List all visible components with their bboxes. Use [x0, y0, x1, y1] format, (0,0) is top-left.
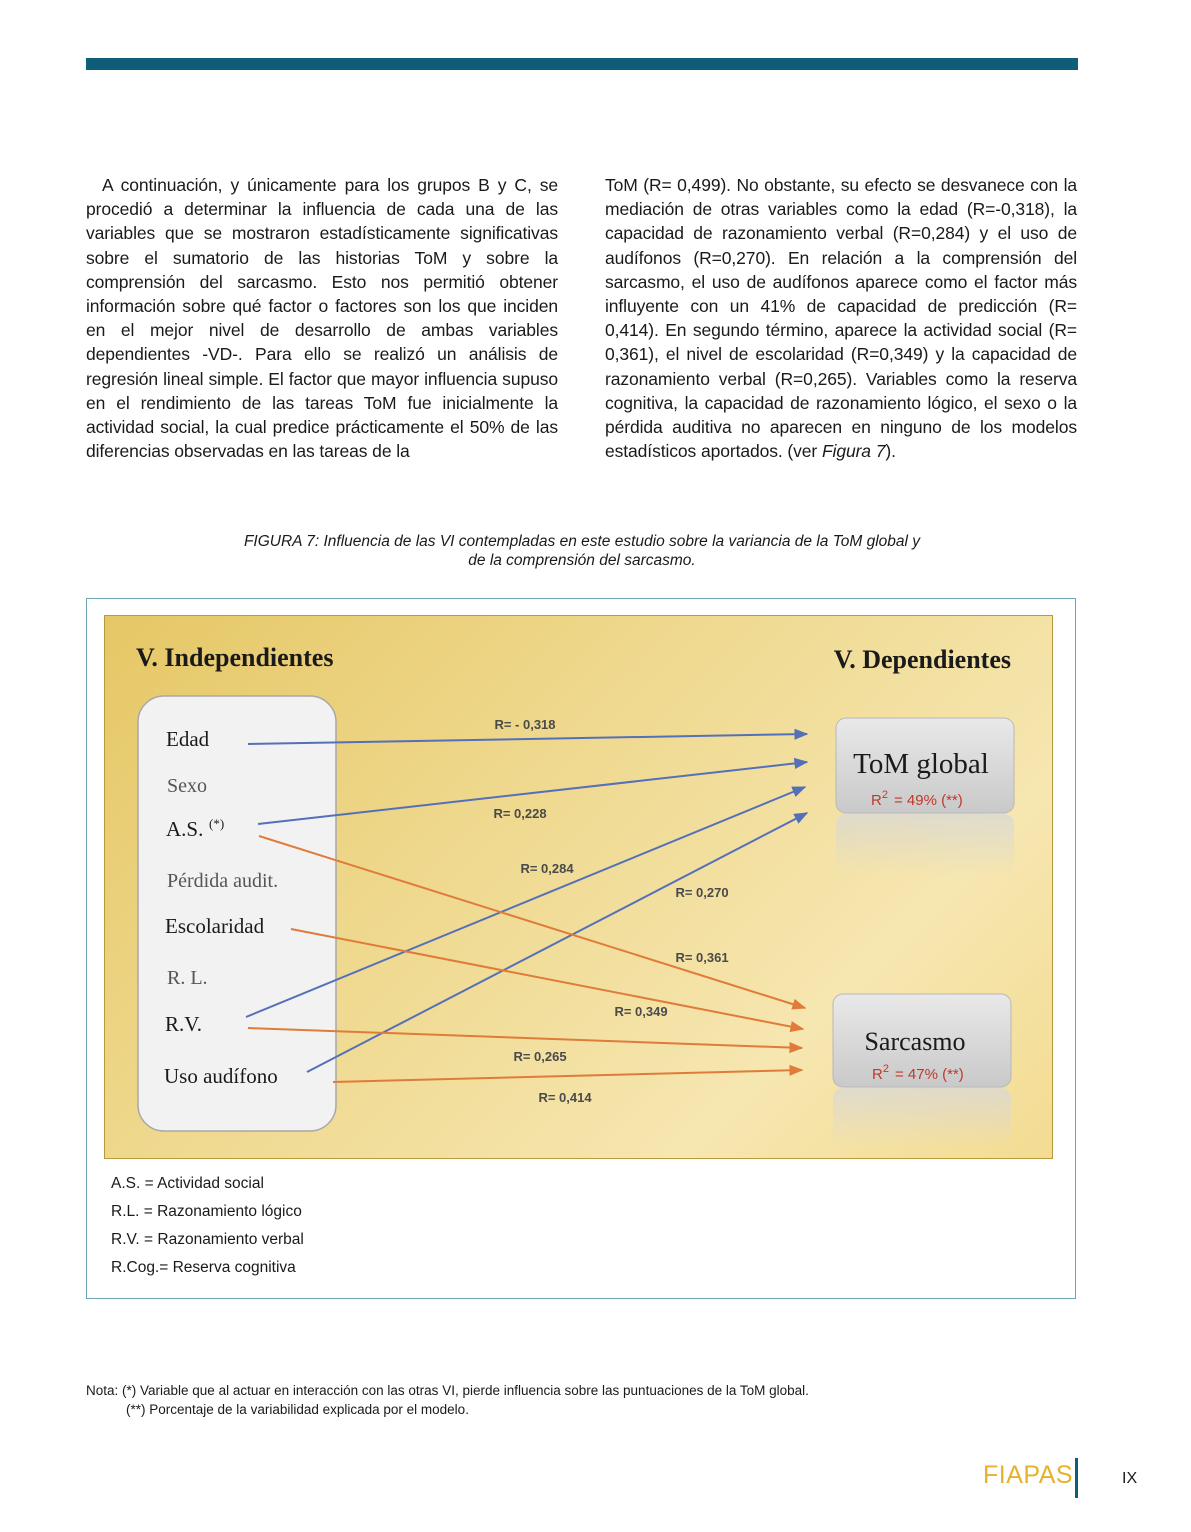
sarcasmo-box	[832, 993, 1012, 1088]
link-label-rv-to-sarcasmo: R= 0,265	[513, 1049, 566, 1064]
link-label-edad-to-tom: R= - 0,318	[494, 717, 555, 732]
legend-item: R.Cog.= Reserva cognitiva	[111, 1259, 296, 1276]
body-paragraph-right-end: ).	[885, 441, 896, 462]
footnote-line-2: (**) Porcentaje de la variabilidad expli…	[126, 1402, 469, 1417]
legend-item: A.S. = Actividad social	[111, 1175, 264, 1192]
legend-item: R.V. = Razonamiento verbal	[111, 1231, 304, 1248]
tom-r2-value: = 49% (**)	[894, 792, 963, 809]
sarcasmo-r2: R2 = 47% (**)	[872, 1063, 964, 1083]
independent-as: A.S.	[166, 817, 203, 841]
link-label-as-to-tom: R= 0,228	[493, 806, 546, 821]
independent-audifono: Uso audífono	[164, 1064, 278, 1088]
body-paragraph-left: A continuación, y únicamente para los gr…	[86, 175, 558, 462]
tom-r2: R2 = 49% (**)	[871, 789, 963, 809]
diagram-canvas: V. Independientes V. Dependientes EdadSe…	[136, 643, 1015, 1148]
independent-perdida: Pérdida audit.	[167, 870, 278, 892]
page-number: IX	[1122, 1470, 1138, 1487]
link-label-as-to-sarcasmo: R= 0,361	[675, 950, 728, 965]
tom-r2-symbol: R	[871, 792, 882, 809]
figure-caption-line-1: FIGURA 7: Influencia de las VI contempla…	[243, 533, 921, 550]
header-bar	[86, 58, 1078, 70]
figure-caption: FIGURA 7: Influencia de las VI contempla…	[150, 532, 1014, 570]
independent-sexo: Sexo	[167, 775, 207, 797]
body-paragraph-right: ToM (R= 0,499). No obstante, su efecto s…	[605, 173, 1077, 463]
regression-links: R= - 0,318 R= 0,228 R= 0,284 R= 0,270 R= 0,3…	[245, 717, 809, 1105]
independent-edad: Edad	[166, 727, 210, 751]
independent-as-marker: (*)	[209, 816, 224, 831]
sarcasmo-r2-symbol-exponent: 2	[883, 1063, 889, 1075]
link-label-escolaridad-to-sarcasmo: R= 0,349	[614, 1004, 667, 1019]
link-as-to-sarcasmo	[258, 835, 807, 1010]
tom-box-reflection	[836, 814, 1014, 876]
footer-brand-logo: FIAPAS	[983, 1461, 1074, 1489]
sarcasmo-box-reflection	[833, 1088, 1011, 1148]
tom-r2-symbol-exponent: 2	[882, 789, 888, 801]
heading-independents: V. Independientes	[136, 643, 333, 672]
link-label-audifono-to-tom: R= 0,270	[675, 885, 728, 900]
link-audifono-to-tom	[306, 812, 809, 1073]
footer-divider	[1075, 1458, 1078, 1498]
link-label-audifono-to-sarcasmo: R= 0,414	[538, 1090, 592, 1105]
link-audifono-to-sarcasmo	[332, 1064, 804, 1083]
figure-caption-line-2: de la comprensión del sarcasmo.	[468, 552, 696, 569]
link-as-to-tom	[257, 757, 809, 825]
tom-global-label: ToM global	[853, 748, 989, 780]
body-column-left: A continuación, y únicamente para los gr…	[86, 173, 558, 463]
legend-item: R.L. = Razonamiento lógico	[111, 1203, 302, 1220]
tom-global-box	[835, 717, 1015, 814]
link-rv-to-tom	[245, 786, 807, 1018]
footnote-line-1: Nota: (*) Variable que al actuar en inte…	[86, 1383, 809, 1398]
figure-reference: Figura 7	[821, 441, 886, 462]
link-escolaridad-to-sarcasmo	[290, 928, 805, 1033]
sarcasmo-r2-symbol: R	[872, 1066, 883, 1083]
footnote: Nota: (*) Variable que al actuar en inte…	[86, 1381, 809, 1419]
independent-rv: R.V.	[165, 1012, 202, 1036]
figure-legend: A.S. = Actividad social R.L. = Razonamie…	[111, 1170, 304, 1282]
heading-dependents: V. Dependientes	[834, 645, 1011, 674]
body-column-right: ToM (R= 0,499). No obstante, su efecto s…	[605, 173, 1077, 463]
link-label-rv-to-tom: R= 0,284	[520, 861, 574, 876]
link-edad-to-tom	[247, 728, 809, 745]
independents-box	[137, 695, 337, 1132]
independent-rl: R. L.	[167, 967, 208, 989]
link-rv-to-sarcasmo	[247, 1027, 804, 1054]
sarcasmo-r2-value: = 47% (**)	[895, 1066, 964, 1083]
sarcasmo-label: Sarcasmo	[864, 1027, 965, 1056]
body-paragraph-right-text: ToM (R= 0,499). No obstante, su efecto s…	[605, 175, 1077, 462]
independent-escolaridad: Escolaridad	[165, 914, 265, 938]
